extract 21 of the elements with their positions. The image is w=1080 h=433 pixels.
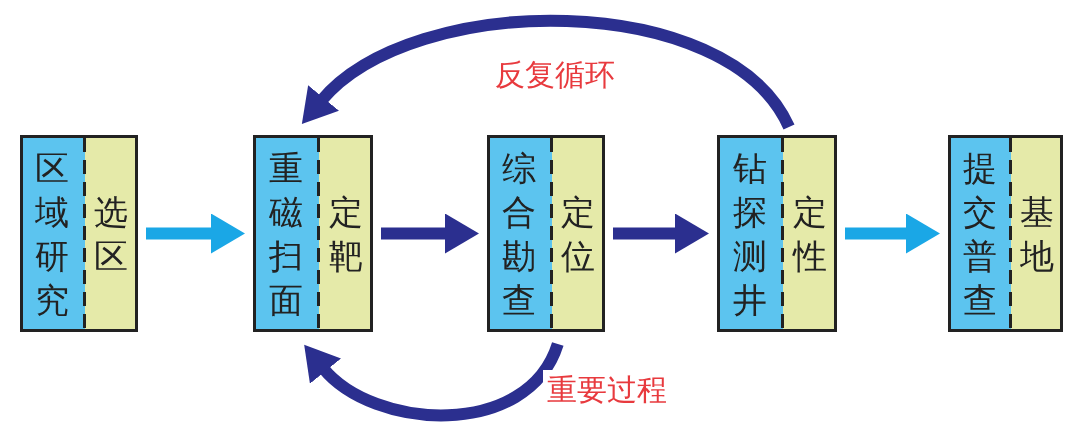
arrow <box>613 213 709 254</box>
arrow <box>381 213 479 254</box>
box-label: 定性 <box>792 190 828 278</box>
process-box <box>20 135 138 332</box>
box-label: 区域研究 <box>34 146 71 322</box>
arrow <box>146 213 245 254</box>
box-label: 选区 <box>93 190 130 278</box>
process-box <box>487 135 605 332</box>
box-label: 定靶 <box>328 190 364 278</box>
arrow <box>299 15 795 131</box>
box-label: 提交普查 <box>961 146 998 322</box>
process-box <box>948 135 1063 332</box>
box-label: 基地 <box>1019 190 1056 278</box>
box-label: 钻探测井 <box>732 146 768 322</box>
box-label: 定位 <box>560 190 597 278</box>
process-box <box>717 135 837 332</box>
arrow <box>845 213 940 254</box>
box-label: 重磁扫面 <box>268 146 304 322</box>
box-label: 综合勘查 <box>501 146 538 322</box>
process-box <box>253 135 373 332</box>
arrow <box>301 341 564 422</box>
